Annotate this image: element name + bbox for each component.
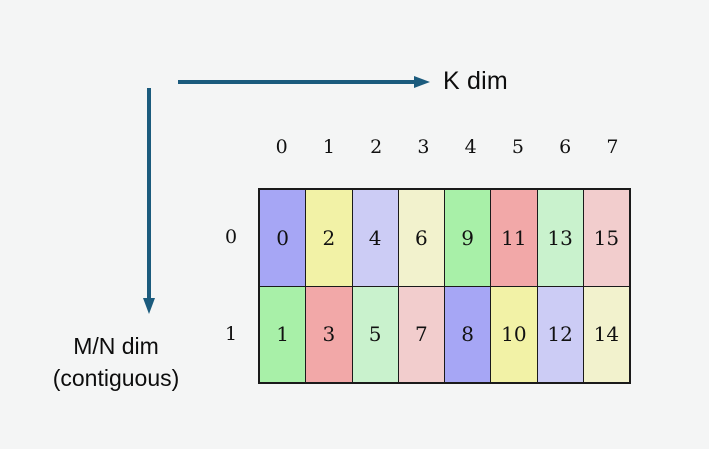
column-header-0: 0 [275, 136, 288, 158]
k-dim-arrow-shaft [178, 80, 416, 84]
column-header-6: 6 [559, 136, 572, 158]
row-header-1: 1 [224, 323, 238, 346]
memory-cell-r1-c5: 10 [490, 285, 538, 384]
memory-cell-r1-c2: 5 [351, 285, 399, 384]
memory-cell-r1-c0: 1 [258, 285, 307, 384]
column-header-3: 3 [417, 136, 430, 158]
mn-dim-label: M/N dim (contiguous) [0, 330, 232, 394]
mn-dim-arrow-shaft [147, 88, 151, 300]
right-arrow-icon [414, 76, 430, 88]
memory-cell-r0-c5: 11 [490, 188, 538, 287]
column-header-4: 4 [464, 136, 477, 158]
memory-cell-r0-c4: 9 [443, 188, 492, 287]
memory-cell-r0-c0: 0 [258, 188, 307, 287]
k-dim-arrow [178, 76, 436, 88]
column-header-5: 5 [511, 136, 524, 158]
memory-cell-r1-c4: 8 [443, 285, 492, 384]
column-header-1: 1 [322, 136, 335, 158]
memory-cell-r0-c1: 2 [305, 188, 353, 287]
memory-cell-r1-c7: 14 [582, 285, 631, 384]
memory-cell-r0-c2: 4 [351, 188, 399, 287]
column-header-2: 2 [370, 136, 383, 158]
memory-cell-r0-c7: 15 [582, 188, 631, 287]
k-dim-label: K dim [443, 67, 508, 95]
memory-cell-r1-c1: 3 [305, 285, 353, 384]
column-header-row: 0 1 2 3 4 5 6 7 [258, 136, 636, 158]
mn-dim-arrow [143, 88, 155, 318]
down-arrow-icon [143, 298, 155, 314]
memory-cell-r1-c3: 7 [397, 285, 446, 384]
memory-cell-r0-c6: 13 [536, 188, 584, 287]
column-header-7: 7 [606, 136, 619, 158]
mn-dim-label-line1: M/N dim [73, 333, 159, 359]
row-header-0: 0 [224, 225, 238, 248]
mn-dim-label-line2: (contiguous) [52, 365, 180, 391]
memory-cell-r1-c6: 12 [536, 285, 584, 384]
memory-cell-r0-c3: 6 [397, 188, 446, 287]
